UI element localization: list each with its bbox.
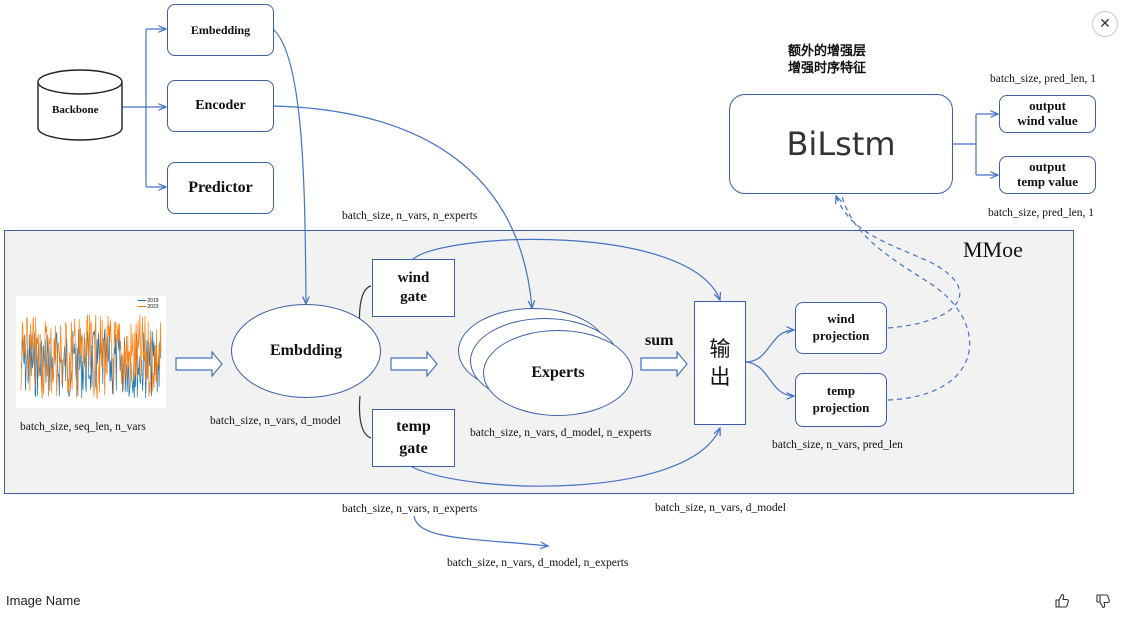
- wind-gate-box: wind gate: [372, 259, 455, 317]
- output-temp-value-box: output temp value: [999, 156, 1096, 194]
- legend-label-2023: 2023: [147, 304, 159, 310]
- embdding-label: Embdding: [269, 342, 343, 359]
- output-shape-label: batch_size, n_vars, d_model: [655, 502, 786, 514]
- bilstm-output-arrows: [952, 114, 998, 175]
- embdding-to-temp-gate: [358, 395, 372, 439]
- output-wind-shape: batch_size, pred_len, 1: [990, 73, 1097, 85]
- legend-swatch-2019: [138, 299, 146, 302]
- output-box: 输 出: [694, 301, 746, 425]
- close-button[interactable]: ✕: [1092, 11, 1118, 37]
- output-temp-shape: batch_size, pred_len, 1: [988, 207, 1095, 219]
- gate-shape-top: batch_size, n_vars, n_experts: [342, 210, 478, 222]
- encoder-module-label: Encoder: [195, 98, 246, 113]
- predictor-module-box: Predictor: [167, 162, 274, 214]
- legend-swatch-2023: [138, 305, 146, 308]
- enhancement-title-line1: 额外的增强层: [788, 44, 867, 59]
- wind-gate-label: wind gate: [397, 269, 430, 306]
- legend-2023: 2023: [138, 304, 159, 310]
- wind-projection-to-bilstm: [836, 196, 961, 329]
- embedding-module-label: Embedding: [190, 22, 251, 37]
- sum-label: sum: [645, 332, 674, 349]
- input-shape-label: batch_size, seq_len, n_vars: [20, 421, 146, 433]
- thumbs-down-icon: [1096, 594, 1110, 609]
- output-wind-value-box: output wind value: [999, 95, 1096, 133]
- temp-projection-to-bilstm: [841, 195, 971, 401]
- embdding-shape-label: batch_size, n_vars, d_model: [210, 415, 341, 427]
- output-to-wind-projection: [745, 330, 794, 363]
- embdding-ellipse: Embdding: [231, 304, 381, 398]
- experts-ellipse-front: Experts: [483, 330, 633, 416]
- backbone-fanout-arrows: [122, 29, 166, 187]
- temp-projection-label: temp projection: [812, 383, 870, 415]
- output-wind-value-label: output wind value: [1017, 98, 1078, 128]
- temp-gate-label: temp gate: [396, 417, 431, 457]
- encoder-module-box: Encoder: [167, 80, 274, 132]
- temp-gate-box: temp gate: [372, 409, 455, 467]
- backbone-label: Backbone: [52, 104, 99, 116]
- temp-projection-box: temp projection: [795, 373, 887, 427]
- input-series-plot: [20, 314, 162, 400]
- chart-legend: 2019 2023: [138, 298, 159, 310]
- experts-shape-label: batch_size, n_vars, d_model, n_experts: [470, 427, 652, 439]
- output-to-temp-projection: [745, 361, 794, 396]
- mmoe-title: MMoe: [963, 237, 1023, 262]
- gate-shape-bottom: batch_size, n_vars, n_experts: [342, 503, 478, 515]
- temp-gate-to-output-arrow: [411, 428, 720, 487]
- bottom-shape-arrow: [413, 515, 548, 546]
- close-icon: ✕: [1099, 16, 1111, 32]
- wind-projection-box: wind projection: [795, 302, 887, 354]
- below-shape-label: batch_size, n_vars, d_model, n_experts: [447, 557, 629, 569]
- enhancement-title-line2: 增强时序特征: [788, 61, 867, 76]
- input-series-chart: 2019 2023: [16, 296, 166, 408]
- wind-gate-to-output-arrow: [411, 238, 720, 300]
- experts-label: Experts: [531, 364, 585, 381]
- legend-label-2019: 2019: [147, 298, 159, 304]
- encoder-to-experts-arrow: [273, 105, 532, 308]
- output-temp-value-label: output temp value: [1016, 159, 1079, 189]
- bilstm-label: BiLstm: [786, 125, 896, 163]
- output-label: 输 出: [709, 336, 731, 389]
- thumbs-down-button[interactable]: [1092, 590, 1114, 612]
- embedding-module-box: Embedding: [167, 4, 274, 56]
- flow-block-arrows: [175, 350, 688, 378]
- predictor-module-label: Predictor: [188, 179, 253, 196]
- legend-2019: 2019: [138, 298, 159, 304]
- thumbs-up-icon: [1055, 593, 1069, 608]
- backbone-cylinder: [37, 69, 123, 141]
- wind-projection-label: wind projection: [812, 311, 870, 343]
- series-2023-line: [20, 314, 162, 400]
- thumbs-up-button[interactable]: [1051, 590, 1073, 612]
- embedding-to-embdding-arrow: [273, 29, 306, 304]
- projection-shape-label: batch_size, n_vars, pred_len: [772, 439, 903, 451]
- image-name-label: Image Name: [6, 593, 81, 608]
- bilstm-box: BiLstm: [729, 94, 953, 194]
